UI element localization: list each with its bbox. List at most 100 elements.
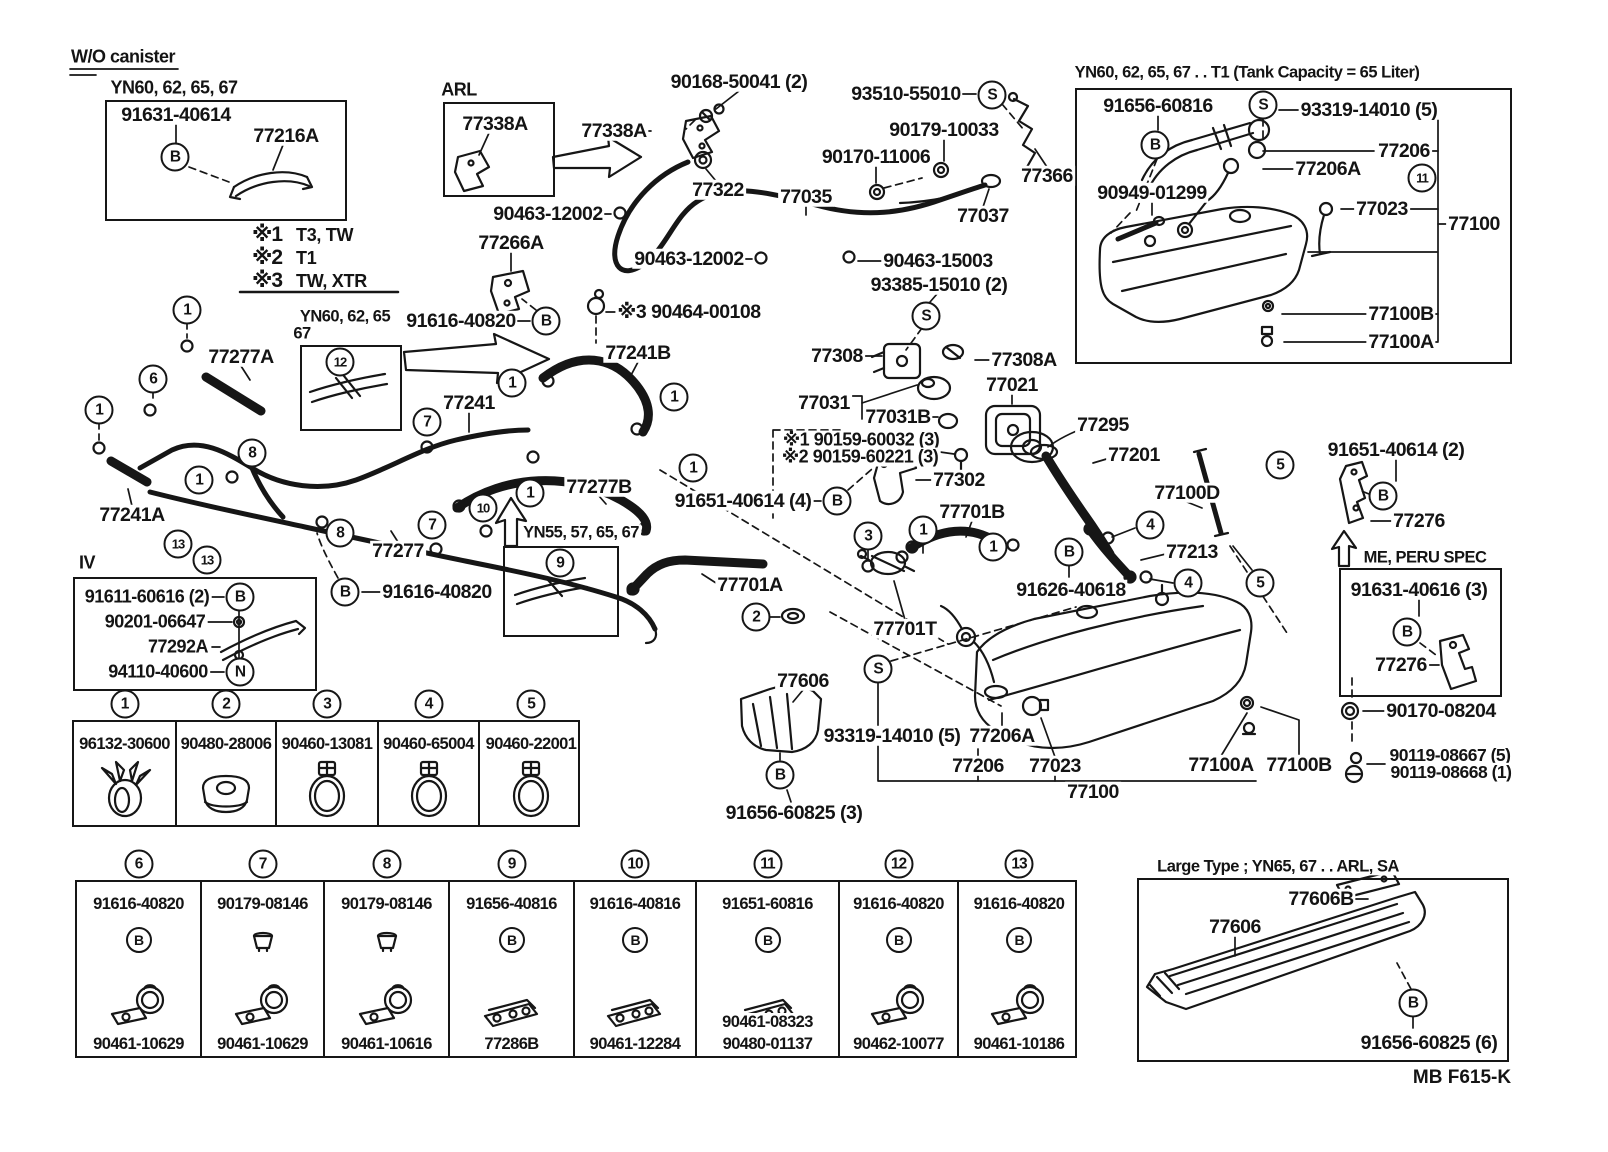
part-label: 77292A xyxy=(145,636,211,657)
callout-marker: S xyxy=(977,80,1007,110)
part-label: 77100B xyxy=(1264,753,1334,776)
callout-marker: 1 xyxy=(678,453,708,483)
callout-marker: 10 xyxy=(468,493,498,523)
callout-marker: N xyxy=(225,657,255,687)
part-label: 91616-40820 xyxy=(404,309,518,332)
callout-marker: 5 xyxy=(516,689,546,719)
part-label: 93319-14010 (5) xyxy=(821,724,963,747)
part-label: ※1 90159-60032 (3) xyxy=(780,429,942,450)
callout-marker: 1 xyxy=(978,532,1008,562)
clamp-table-cell: 6 91616-40820 B 90461-10629 xyxy=(77,849,202,1056)
part-label: 91631-40616 (3) xyxy=(1348,578,1490,601)
clamp-table-cell: 9 91656-40816 B 77286B xyxy=(450,849,575,1056)
part-label: 77031 xyxy=(796,391,852,414)
part-label: 93385-15010 (2) xyxy=(868,273,1010,296)
b-marker: B xyxy=(125,927,152,953)
clamp-table-row2: 6 91616-40820 B 90461-10629 7 90179 xyxy=(75,849,1079,1058)
part-label: 77295 xyxy=(1075,413,1131,436)
callout-marker: 4 xyxy=(1135,510,1165,540)
callout-marker: B xyxy=(1368,481,1398,511)
callout-marker: 7 xyxy=(248,849,277,879)
part-label: YN60, 62, 65 xyxy=(297,307,393,326)
callout-marker: S xyxy=(1248,90,1278,120)
callout-marker: 1 xyxy=(84,395,114,425)
part-label: 77606 xyxy=(1207,915,1263,938)
b-marker: B xyxy=(622,927,648,953)
part-label: 90119-08668 (1) xyxy=(1388,761,1514,782)
callout-marker: 12 xyxy=(884,849,913,879)
part-label: 91651-40614 (2) xyxy=(1325,438,1467,461)
p-clamp-icon xyxy=(870,984,924,1026)
pointer-arrow-up-1 xyxy=(494,496,528,548)
part-label: 77206 xyxy=(1376,139,1432,162)
callout-marker: 1 xyxy=(515,478,545,508)
part-label: 93319-14010 (5) xyxy=(1298,98,1440,121)
clamp-table-cell: 11 91651-60816 B 90461-08323 90480-01137 xyxy=(697,849,840,1056)
nut-icon xyxy=(376,931,397,952)
part-label: 90463-12002 xyxy=(491,202,605,225)
part-label: 90461-10186 xyxy=(973,1035,1065,1053)
part-label: 90461-10629 xyxy=(217,1035,308,1053)
part-label: 90462-10077 xyxy=(853,1035,944,1053)
callout-marker: 2 xyxy=(211,689,241,719)
ring-clamp-icon xyxy=(410,760,447,818)
part-label: 77701B xyxy=(937,500,1007,523)
callout-marker: 7 xyxy=(412,407,442,437)
callout-marker: 13 xyxy=(163,529,193,559)
callout-marker: B xyxy=(1054,537,1084,567)
part-label: 77021 xyxy=(984,373,1040,396)
part-label: 91631-40614 xyxy=(119,103,233,126)
callout-marker: 11 xyxy=(753,849,782,879)
clamp-table-row1: 1 96132-30600 2 90480-28006 xyxy=(72,689,582,827)
part-label: 77216A xyxy=(251,124,321,147)
callout-marker: S xyxy=(863,654,893,684)
p-clamp-icon xyxy=(234,984,288,1026)
part-label: 77277 xyxy=(370,539,426,562)
arl-box xyxy=(443,102,555,197)
wing-clamp-icon xyxy=(100,760,151,818)
p-clamp-icon xyxy=(358,984,412,1026)
part-label: YN55, 57, 65, 67 xyxy=(521,523,641,542)
part-label: 77308 xyxy=(809,344,865,367)
legend: ※1 T3, TW ※2 T1 ※3 TW, XTR xyxy=(252,222,367,292)
part-label: 77213 xyxy=(1164,540,1220,563)
callout-marker: B xyxy=(1140,130,1170,160)
clamp-table-cell: 13 91616-40820 B 90461-10186 xyxy=(959,849,1079,1056)
legend-symbol: ※1 xyxy=(252,223,283,246)
part-label: 67 xyxy=(291,324,313,343)
part-label: 90460-22001 xyxy=(485,735,577,753)
iv-box xyxy=(73,577,317,691)
part-label: 90460-13081 xyxy=(281,735,373,753)
callout-marker: B xyxy=(330,577,360,607)
callout-marker: B xyxy=(1392,617,1422,647)
part-label: 91651-40614 (4) xyxy=(672,489,814,512)
part-label: 90460-65004 xyxy=(383,735,474,753)
part-label: 91626-40618 xyxy=(1014,578,1128,601)
part-label: 90461-10616 xyxy=(341,1035,432,1053)
legend-value: T3, TW xyxy=(296,225,354,245)
part-label: 90179-08146 xyxy=(341,895,432,913)
part-label: ARL xyxy=(439,79,479,100)
part-label: 91656-40816 xyxy=(466,895,557,913)
part-label: 90463-12002 xyxy=(632,247,746,270)
part-label: 77100A xyxy=(1186,753,1256,776)
nut-icon xyxy=(252,931,273,952)
part-label: YN60, 62, 65, 67 . . T1 (Tank Capacity =… xyxy=(1072,63,1422,82)
part-label: 77266A xyxy=(476,231,546,254)
part-label: 77100D xyxy=(1152,481,1222,504)
part-label: 90461-12284 xyxy=(589,1035,681,1053)
legend-value: TW, XTR xyxy=(296,271,367,291)
part-label: 77100A xyxy=(1366,330,1436,353)
part-label: 91616-40820 xyxy=(380,580,494,603)
callout-marker: 1 xyxy=(172,295,202,325)
part-label: 91656-60816 xyxy=(1101,94,1215,117)
part-label: 77302 xyxy=(931,468,987,491)
part-label: 91616-40820 xyxy=(93,895,184,913)
part-label: 77338A xyxy=(460,112,530,135)
part-label: 90480-28006 xyxy=(180,735,272,753)
part-label: 91651-60816 xyxy=(722,895,813,913)
clamp-table-cell: 2 90480-28006 xyxy=(177,689,277,825)
clamp-table-cell: 5 90460-22001 xyxy=(480,689,582,825)
callout-marker: 1 xyxy=(110,689,139,719)
